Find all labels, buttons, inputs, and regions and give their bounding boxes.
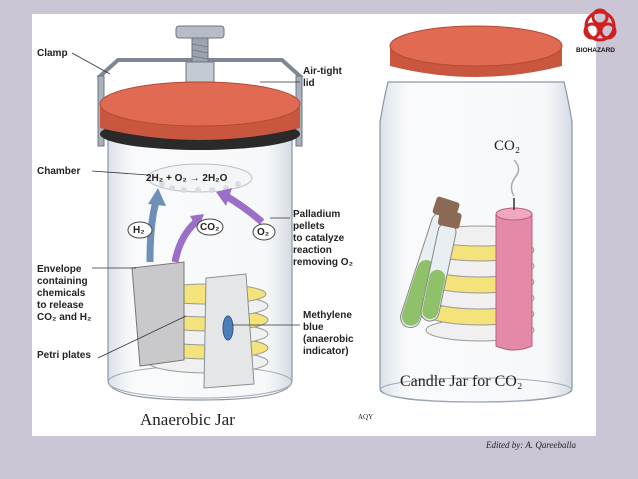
envelope <box>131 261 185 367</box>
label-palladium-4: reaction <box>293 245 332 256</box>
label-palladium-2: pellets <box>293 221 325 232</box>
clamp-screw-handle <box>175 25 225 39</box>
o2-arrow <box>224 192 265 225</box>
label-envelope-3: chemicals <box>37 288 86 299</box>
methylene-blue-strip <box>222 315 234 341</box>
candle <box>495 213 533 351</box>
label-candle-co2: CO₂ <box>494 138 520 154</box>
label-palladium-1: Palladium <box>293 209 340 220</box>
label-h2: H₂ <box>133 225 145 236</box>
label-o2: O₂ <box>257 227 269 238</box>
label-airtight-1: Air-tight <box>303 66 343 77</box>
label-reaction: 2H₂ + O₂ → 2H₂O <box>146 173 228 184</box>
label-envelope-5: CO₂ and H₂ <box>37 312 91 323</box>
leader-lines <box>71 52 300 359</box>
label-palladium-5: removing O₂ <box>293 257 353 268</box>
label-co2-bubble: CO₂ <box>200 222 219 233</box>
h2-bubble <box>127 221 153 239</box>
biohazard-text: BIOHAZARD <box>576 47 615 54</box>
co2-bubble <box>196 218 224 236</box>
o2-bubble <box>252 223 276 241</box>
candle-jar-lid <box>389 25 563 67</box>
label-methylene-2: blue <box>303 322 324 333</box>
label-airtight-2: lid <box>303 78 315 89</box>
candle-jar <box>379 25 573 403</box>
label-envelope-4: to release <box>37 300 84 311</box>
label-methylene-4: indicator) <box>303 346 349 357</box>
biohazard-logo-icon <box>583 8 617 42</box>
label-aqy: AQY <box>358 413 373 421</box>
label-clamp: Clamp <box>37 48 68 59</box>
title-anaerobic-jar: Anaerobic Jar <box>140 410 235 429</box>
anaerobic-jar <box>96 25 304 401</box>
credit-text: Edited by: A. Qareeballa <box>486 440 576 450</box>
label-methylene-1: Methylene <box>303 310 352 321</box>
label-envelope-2: containing <box>37 276 88 287</box>
title-candle-jar: Candle Jar for CO₂ <box>400 373 522 390</box>
label-methylene-3: (anaerobic <box>303 334 354 345</box>
air-tight-lid <box>99 81 301 127</box>
label-envelope-1: Envelope <box>37 264 82 275</box>
label-chamber: Chamber <box>37 166 80 177</box>
label-petri: Petri plates <box>37 350 91 361</box>
smoke <box>510 159 520 197</box>
label-palladium-3: to catalyze <box>293 233 345 244</box>
test-tubes <box>400 196 462 329</box>
co2-arrow <box>171 219 199 263</box>
